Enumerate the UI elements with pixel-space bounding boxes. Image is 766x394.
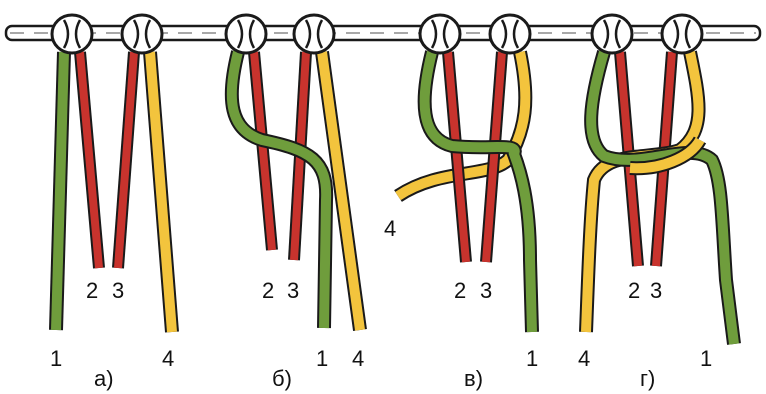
cord-label-2: 2 [86, 278, 98, 303]
larks-head-knot [490, 15, 530, 53]
step-c: 4 2 3 1 в) [384, 15, 538, 391]
cord-label-1: 1 [700, 346, 712, 371]
step-d: 2 3 4 1 г) [578, 15, 734, 391]
cord-label-3: 3 [650, 278, 662, 303]
larks-head-knot [226, 15, 266, 53]
cord-label-1: 1 [50, 346, 62, 371]
cord-label-2: 2 [454, 278, 466, 303]
cord-label-4: 4 [578, 346, 590, 371]
cord-4 [586, 52, 699, 332]
cord-1 [232, 52, 326, 328]
step-caption: г) [640, 366, 655, 391]
step-b: 2 3 1 4 б) [226, 15, 364, 391]
cord-1 [425, 52, 532, 332]
step-caption: а) [94, 366, 114, 391]
cord-label-1: 1 [316, 346, 328, 371]
larks-head-knot [420, 15, 460, 53]
cord-label-3: 3 [480, 278, 492, 303]
cord-label-2: 2 [628, 278, 640, 303]
larks-head-knot [592, 15, 632, 53]
cord-label-1: 1 [526, 346, 538, 371]
cord-label-4: 4 [162, 346, 174, 371]
cord-label-3: 3 [287, 278, 299, 303]
larks-head-knot [294, 15, 334, 53]
cord-label-2: 2 [262, 278, 274, 303]
larks-head-knot [52, 15, 92, 53]
cord-label-4: 4 [384, 216, 396, 241]
cord-label-4: 4 [352, 346, 364, 371]
step-caption: в) [464, 366, 483, 391]
larks-head-knot [122, 15, 162, 53]
holding-rod [6, 26, 760, 40]
step-a: 1 2 3 4 а) [50, 15, 174, 391]
larks-head-knot [662, 15, 702, 53]
step-caption: б) [272, 366, 292, 391]
cord-label-3: 3 [112, 278, 124, 303]
